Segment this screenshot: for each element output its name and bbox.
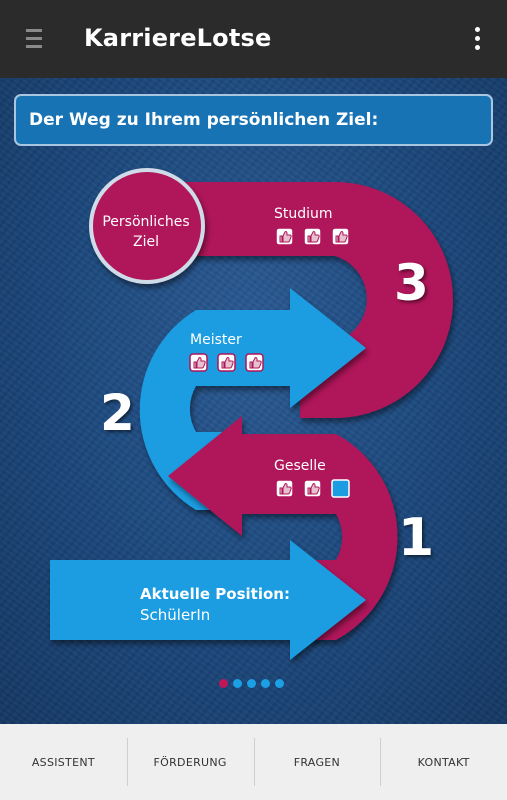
career-path-graphic — [50, 168, 453, 660]
thumbs-geselle — [275, 479, 350, 498]
heading-box: Der Weg zu Ihrem persönlichen Ziel: — [14, 94, 493, 146]
app-bar: KarriereLotse — [0, 0, 507, 78]
thumbs-studium — [275, 227, 350, 246]
hamburger-icon[interactable] — [26, 29, 42, 49]
heading-text: Der Weg zu Ihrem persönlichen Ziel: — [29, 110, 379, 130]
goal-label-line1: Persönliches — [102, 214, 190, 230]
empty-thumb-slot — [331, 479, 350, 498]
thumbs-up-icon — [275, 227, 294, 246]
thumbs-meister — [189, 353, 264, 372]
thumbs-up-icon — [245, 353, 264, 372]
overflow-menu-icon[interactable] — [473, 27, 481, 53]
page-indicator — [219, 679, 284, 688]
goal-label-line2: Ziel — [133, 234, 159, 250]
current-position-arrow — [50, 540, 366, 660]
thumbs-up-icon — [331, 227, 350, 246]
thumbs-up-icon — [303, 227, 322, 246]
step-1-number: 1 — [398, 508, 435, 568]
page-dot[interactable] — [247, 679, 256, 688]
page-dot[interactable] — [233, 679, 242, 688]
current-position-value[interactable]: SchülerIn — [140, 606, 211, 624]
thumbs-up-icon — [217, 353, 236, 372]
goal-label[interactable]: Persönliches Ziel — [94, 212, 198, 252]
tab-assistent[interactable]: ASSISTENT — [31, 755, 95, 769]
bottom-nav: ASSISTENT FÖRDERUNG FRAGEN KONTAKT — [0, 724, 507, 800]
step-3-label[interactable]: Studium — [274, 206, 333, 222]
step-2-label[interactable]: Meister — [190, 332, 242, 348]
current-position-title: Aktuelle Position: — [140, 585, 290, 603]
goal-circle — [89, 168, 205, 284]
tab-foerderung[interactable]: FÖRDERUNG — [126, 724, 254, 800]
tab-kontakt[interactable]: KONTAKT — [380, 724, 507, 800]
path-segment-3 — [150, 182, 453, 418]
app-title: KarriereLotse — [84, 24, 272, 52]
step-1-label[interactable]: Geselle — [274, 458, 326, 474]
step-2-number: 2 — [100, 384, 135, 442]
step-3-number: 3 — [394, 254, 429, 312]
thumbs-up-icon — [275, 479, 294, 498]
page-dot[interactable] — [261, 679, 270, 688]
thumbs-up-icon — [303, 479, 322, 498]
tab-fragen[interactable]: FRAGEN — [253, 724, 381, 800]
thumbs-up-icon — [189, 353, 208, 372]
page-dot[interactable] — [275, 679, 284, 688]
page-dot[interactable] — [219, 679, 228, 688]
